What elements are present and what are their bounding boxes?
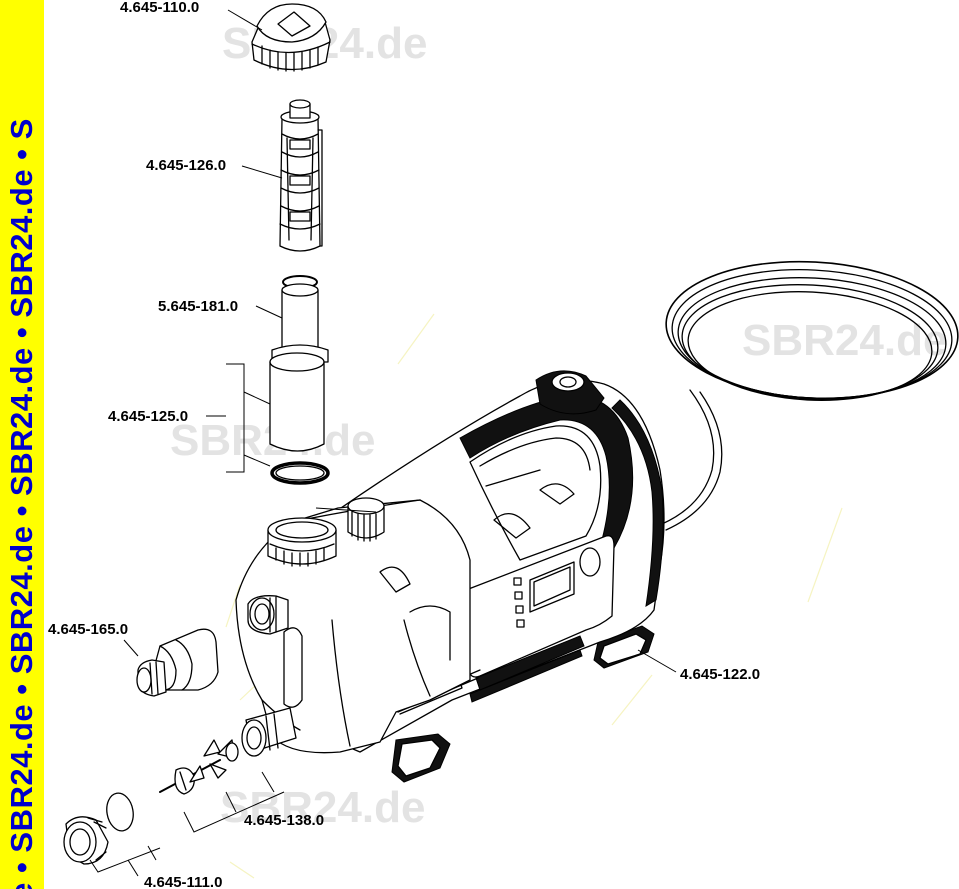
part-label: 4.645-122.0 — [680, 666, 760, 683]
part-label: 4.645-111.0 — [144, 874, 222, 889]
leader-lines — [89, 9, 677, 877]
union-nut-icon — [63, 792, 134, 865]
hose-coil-icon — [661, 260, 959, 531]
side-banner: le • SBR24.de • SBR24.de • SBR24.de • SB… — [0, 0, 44, 889]
adapter-icon — [136, 628, 219, 697]
filter-housing-icon — [269, 352, 330, 485]
filter-insert-icon — [279, 99, 323, 252]
watermark: SBR24.de — [220, 783, 425, 832]
tube-icon — [271, 275, 329, 363]
part-label: 4.645-126.0 — [146, 157, 226, 174]
valve-icon — [159, 739, 239, 795]
part-label: 5.645-181.0 — [158, 298, 238, 315]
watermark: SBR24.de — [742, 316, 947, 365]
cap-icon — [251, 3, 331, 72]
pump-body-icon — [235, 370, 665, 783]
part-label: 4.645-138.0 — [244, 812, 324, 829]
part-label: 4.645-165.0 — [48, 621, 128, 638]
part-label: 4.645-110.0 — [120, 0, 199, 16]
part-label: 4.645-125.0 — [108, 408, 188, 425]
panel-buttons — [513, 577, 525, 628]
